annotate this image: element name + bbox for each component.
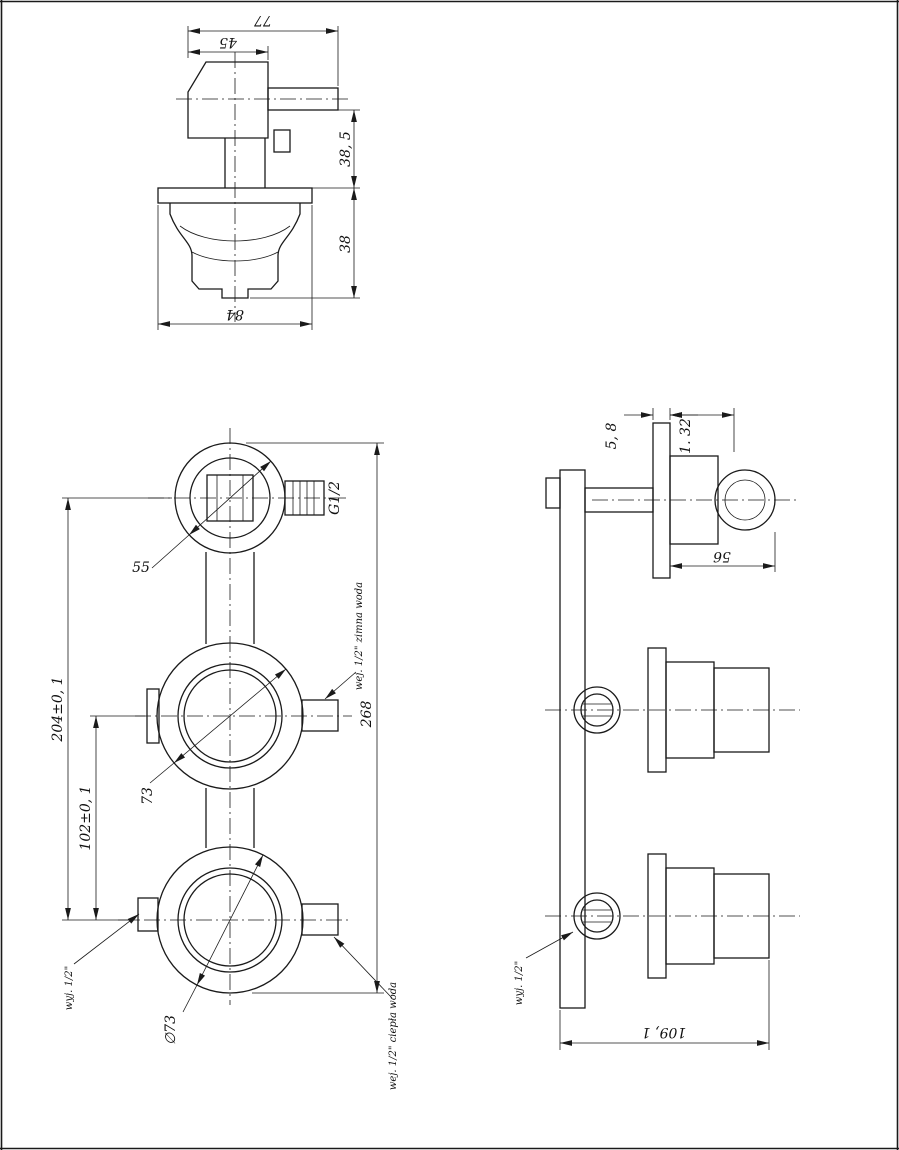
dim-109-1: 109, 1 [642, 1024, 687, 1040]
connecting-body [205, 552, 255, 848]
holder-ring-inner [724, 479, 766, 521]
dimension-lines-front-view [62, 442, 393, 1013]
mid-right-port [301, 699, 339, 732]
holder-body [669, 455, 719, 545]
dim-268: 268 [359, 701, 375, 729]
bottom-right-port [301, 903, 339, 936]
view-front-assembly: 55 204±0, 1 102±0, 1 268 73 ∅73 G1/2 wej… [50, 428, 399, 1090]
bottom-valve-cap-inner [580, 899, 614, 933]
dim-102: 102±0, 1 [78, 785, 94, 850]
dim-77: 77 [254, 12, 272, 28]
escutcheon-flange [157, 187, 313, 204]
dim-204: 204±0, 1 [50, 676, 66, 742]
dim-56: 56 [713, 548, 731, 564]
dim-38: 38 [338, 235, 354, 253]
thread-lines [292, 481, 315, 515]
dimension-lines-top-view [157, 26, 360, 330]
body-curve-1 [179, 225, 291, 242]
label-outlet-front: wyj. 1/2" [64, 966, 75, 1010]
bottom-circle-outer [156, 846, 304, 994]
bottom-valve-cap-outer [573, 892, 621, 940]
dim-5-8: 5, 8 [604, 423, 620, 450]
dim-45: 45 [219, 34, 238, 50]
dimension-lines-side-view [525, 408, 776, 1050]
holder-ring-outer [714, 469, 776, 531]
mid-left-boss [146, 688, 160, 744]
mid-circle-outer [156, 642, 304, 790]
mid-valve-cap-outer [573, 686, 621, 734]
dim-73: 73 [140, 787, 156, 805]
label-hot-water-inlet: wej. 1/2" ciepła woda [388, 982, 399, 1090]
top-outlet-tab [545, 477, 561, 509]
handle-knob [187, 61, 269, 139]
thread-label-g12: G1/2 [327, 481, 343, 515]
mounting-plate [559, 469, 586, 1009]
view-top-valve: 77 45 38, 5 38 84 [157, 12, 360, 330]
valve-body [169, 203, 301, 299]
body-curve-2 [191, 251, 279, 262]
dim-84: 84 [226, 306, 244, 322]
label-cold-water-inlet: wej. 1/2" zimna woda [354, 582, 365, 690]
set-screw [273, 129, 291, 153]
thread-nipple [284, 480, 325, 516]
mid-valve-cartridge [713, 667, 770, 753]
mid-valve-cap-inner [580, 693, 614, 727]
label-outlet-side: wyj. 1/2" [514, 961, 525, 1005]
view-side-assembly: 5, 8 1. 32 56 109, 1 wyj. 1/2" [514, 408, 800, 1050]
dim-55: 55 [132, 560, 150, 576]
dim-38-5: 38, 5 [338, 131, 354, 167]
handle-lever [267, 87, 339, 111]
dim-1-32: 1. 32 [678, 418, 694, 454]
dim-dia-73: ∅73 [163, 1015, 179, 1045]
bottom-valve-cartridge [713, 873, 770, 959]
